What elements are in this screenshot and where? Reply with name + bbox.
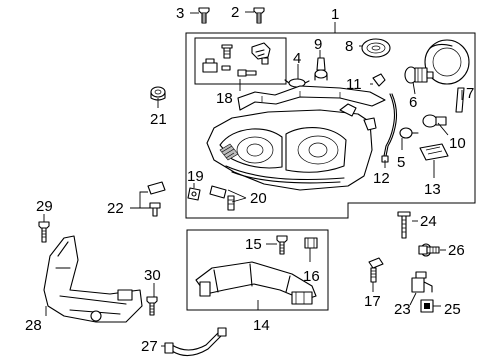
callout-13: 13 — [424, 181, 441, 198]
bracket-frame — [186, 229, 329, 311]
callout-8: 8 — [345, 38, 353, 55]
callout-24: 24 — [420, 213, 437, 230]
headlamp-assembly-frame — [185, 32, 476, 219]
callout-26: 26 — [448, 242, 465, 259]
adjuster-19[interactable] — [187, 187, 201, 201]
callout-1: 1 — [331, 6, 339, 23]
bolt-2[interactable] — [253, 7, 265, 24]
socket-10[interactable] — [422, 114, 447, 128]
bolt-15[interactable] — [276, 235, 288, 255]
callout-4: 4 — [293, 50, 301, 67]
callout-16: 16 — [303, 268, 320, 285]
callout-14: 14 — [253, 317, 270, 334]
hose-27[interactable] — [164, 327, 227, 357]
cover-7[interactable] — [424, 39, 470, 85]
callout-15: 15 — [245, 236, 262, 253]
lower-bracket-14[interactable] — [195, 261, 317, 305]
headlamp-housing[interactable] — [206, 85, 386, 191]
bolt-29[interactable] — [38, 221, 50, 243]
callout-20: 20 — [250, 190, 267, 207]
screw-26[interactable] — [418, 243, 440, 257]
callout-2: 2 — [231, 4, 239, 21]
screw-17[interactable] — [368, 257, 384, 283]
sub-kit-frame — [194, 37, 287, 85]
callout-30: 30 — [144, 267, 161, 284]
bolt-3[interactable] — [198, 7, 210, 24]
callout-5: 5 — [397, 154, 405, 171]
callout-17: 17 — [364, 293, 381, 310]
clip-16[interactable] — [304, 237, 318, 249]
callout-7: 7 — [466, 85, 474, 102]
callout-29: 29 — [36, 198, 53, 215]
bracket-20[interactable] — [209, 185, 235, 211]
callout-11: 11 — [346, 76, 362, 93]
callout-28: 28 — [25, 317, 42, 334]
wire-harness-12[interactable] — [381, 93, 398, 163]
callout-18: 18 — [216, 90, 233, 107]
callout-23: 23 — [394, 301, 411, 318]
dust-cap-8[interactable] — [361, 38, 391, 58]
sub-kit-parts[interactable] — [202, 42, 271, 77]
callout-9: 9 — [314, 36, 322, 53]
nut-25[interactable] — [420, 299, 434, 313]
callout-19: 19 — [187, 168, 204, 185]
bolt-24[interactable] — [397, 211, 411, 239]
bulb-6[interactable] — [404, 66, 434, 84]
label-plate-13[interactable] — [419, 143, 449, 161]
bracket-7-arm[interactable] — [455, 87, 465, 113]
callout-25: 25 — [444, 301, 461, 318]
callout-22: 22 — [107, 200, 124, 217]
callout-6: 6 — [409, 94, 417, 111]
bolt-22[interactable] — [147, 181, 166, 217]
callout-10: 10 — [449, 135, 466, 152]
bulb-5[interactable] — [399, 127, 419, 139]
support-bracket-28[interactable] — [43, 235, 143, 323]
callout-27: 27 — [141, 338, 158, 355]
clip-23[interactable] — [411, 271, 433, 293]
socket-9[interactable] — [314, 57, 328, 81]
bolt-30[interactable] — [146, 296, 158, 316]
callout-12: 12 — [373, 170, 390, 187]
callout-21: 21 — [150, 111, 167, 128]
callout-3: 3 — [176, 5, 184, 22]
clip-11[interactable] — [372, 73, 386, 87]
